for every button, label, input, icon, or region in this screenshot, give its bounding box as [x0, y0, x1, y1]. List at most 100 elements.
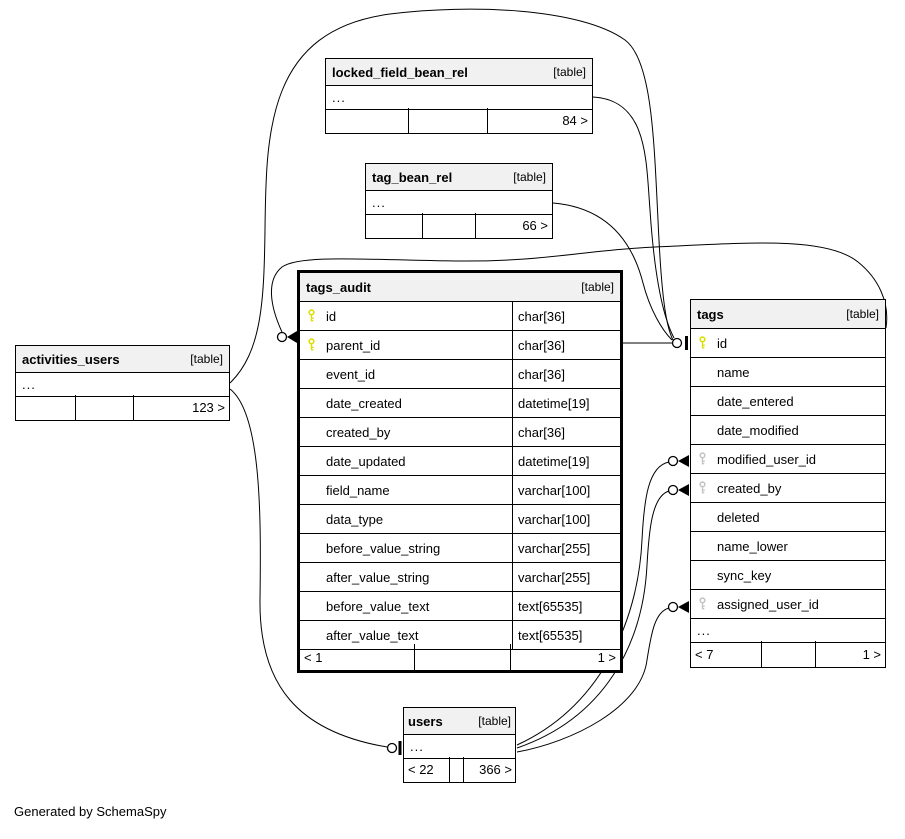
- table-footer: < 7 1 >: [691, 641, 885, 667]
- column-type: varchar[255]: [512, 534, 620, 562]
- table-title[interactable]: users: [408, 713, 443, 729]
- table-footer: < 22 366 >: [404, 757, 515, 782]
- column-row-before-value-string: before_value_string varchar[255]: [300, 534, 620, 563]
- table-header[interactable]: locked_field_bean_rel [table]: [326, 59, 592, 86]
- table-badge: [table]: [846, 307, 879, 321]
- column-name: date_entered: [717, 393, 794, 409]
- column-type: char[36]: [512, 360, 620, 388]
- column-row-name-lower: name_lower: [691, 532, 885, 561]
- foreign-key-icon: [698, 597, 707, 612]
- column-name: data_type: [326, 511, 384, 527]
- column-row-created-by: created_by char[36]: [300, 418, 620, 447]
- footer-cell-left: [326, 108, 409, 133]
- foreign-key-icon: [698, 481, 707, 496]
- table-tags[interactable]: tags [table] id name date_entered date_m…: [690, 299, 886, 668]
- footer-cell-right: 1 >: [862, 646, 881, 662]
- column-row-name: name: [691, 358, 885, 387]
- primary-key-icon: [698, 336, 707, 351]
- table-title[interactable]: activities_users: [22, 351, 120, 367]
- foreign-key-icon: [698, 452, 707, 467]
- column-name: date_created: [326, 395, 402, 411]
- table-badge: [table]: [478, 714, 511, 728]
- footer-cell-left: < 7: [691, 641, 762, 667]
- column-row-assigned-user-id: assigned_user_id: [691, 590, 885, 619]
- column-name: sync_key: [717, 567, 772, 583]
- primary-key-icon: [307, 309, 316, 324]
- column-type: text[65535]: [512, 592, 620, 620]
- footer-cell-mid: [415, 644, 511, 670]
- table-title[interactable]: tags: [697, 306, 724, 322]
- column-name: modified_user_id: [717, 451, 817, 467]
- column-row-data-type: data_type varchar[100]: [300, 505, 620, 534]
- table-header[interactable]: users [table]: [404, 708, 515, 735]
- column-name: created_by: [326, 424, 391, 440]
- fk-end-marker-tags-audit-parent-id: [276, 331, 297, 343]
- column-type: char[36]: [512, 418, 620, 446]
- column-name: after_value_string: [326, 569, 430, 585]
- table-users[interactable]: users [table] ... < 22 366 >: [403, 707, 516, 783]
- table-tag-bean-rel[interactable]: tag_bean_rel [table] ... 66 >: [365, 163, 553, 239]
- column-name: parent_id: [326, 337, 381, 353]
- table-header[interactable]: tags_audit [table]: [300, 273, 620, 302]
- table-locked-field-bean-rel[interactable]: locked_field_bean_rel [table] ... 84 >: [325, 58, 593, 134]
- column-name: field_name: [326, 482, 390, 498]
- column-name: before_value_text: [326, 598, 430, 614]
- column-row-after-value-string: after_value_string varchar[255]: [300, 563, 620, 592]
- hidden-columns-row: ...: [16, 373, 229, 397]
- column-name: name_lower: [717, 538, 788, 554]
- table-badge: [table]: [581, 280, 614, 294]
- column-row-date-modified: date_modified: [691, 416, 885, 445]
- column-row-created-by: created_by: [691, 474, 885, 503]
- column-row-date-created: date_created datetime[19]: [300, 389, 620, 418]
- table-badge: [table]: [190, 352, 223, 366]
- column-name: event_id: [326, 366, 376, 382]
- fk-end-marker-tags-created-by: [667, 484, 689, 496]
- footer-cell-right: 1 >: [597, 649, 616, 665]
- column-row-parent-id: parent_id char[36]: [300, 331, 620, 360]
- table-title[interactable]: tag_bean_rel: [372, 169, 453, 185]
- column-type: varchar[100]: [512, 476, 620, 504]
- column-name: assigned_user_id: [717, 596, 819, 612]
- table-activities-users[interactable]: activities_users [table] ... 123 >: [15, 345, 230, 421]
- column-name: before_value_string: [326, 540, 441, 556]
- footer-cell-left: [16, 395, 76, 420]
- footer-cell-right: 84 >: [562, 113, 588, 128]
- hidden-columns-row: ...: [366, 191, 552, 215]
- column-row-id: id char[36]: [300, 302, 620, 331]
- footer-cell-mid: [423, 213, 476, 238]
- footer-cell-mid: [409, 108, 488, 133]
- table-header[interactable]: tags [table]: [691, 300, 885, 329]
- column-row-after-value-text: after_value_text text[65535]: [300, 621, 620, 650]
- column-type: varchar[100]: [512, 505, 620, 533]
- table-title[interactable]: tags_audit: [306, 279, 372, 295]
- column-type: varchar[255]: [512, 563, 620, 591]
- column-type: char[36]: [512, 331, 620, 359]
- footer-cell-mid: [450, 757, 464, 782]
- column-name: name: [717, 364, 750, 380]
- column-name: date_modified: [717, 422, 799, 438]
- hidden-columns-row: ...: [404, 735, 515, 759]
- footer-cell-left: [366, 213, 423, 238]
- column-row-before-value-text: before_value_text text[65535]: [300, 592, 620, 621]
- table-badge: [table]: [513, 170, 546, 184]
- table-title[interactable]: locked_field_bean_rel: [332, 64, 468, 80]
- footer-cell-mid: [76, 395, 134, 420]
- table-tags-audit[interactable]: tags_audit [table] id char[36] parent_id…: [297, 270, 623, 673]
- column-row-field-name: field_name varchar[100]: [300, 476, 620, 505]
- column-name: id: [717, 335, 728, 351]
- column-type: text[65535]: [512, 621, 620, 649]
- hidden-columns-row: ...: [691, 619, 885, 643]
- column-type: datetime[19]: [512, 447, 620, 475]
- table-header[interactable]: activities_users [table]: [16, 346, 229, 373]
- column-row-deleted: deleted: [691, 503, 885, 532]
- table-header[interactable]: tag_bean_rel [table]: [366, 164, 552, 191]
- one-end-marker-tags-id: [671, 336, 688, 350]
- table-footer: 123 >: [16, 395, 229, 420]
- fk-end-marker-tags-modified-user-id: [667, 455, 689, 467]
- column-type: datetime[19]: [512, 389, 620, 417]
- hidden-columns-row: ...: [326, 86, 592, 110]
- table-footer: < 1 1 >: [300, 644, 620, 670]
- column-type: char[36]: [512, 302, 620, 330]
- table-footer: 84 >: [326, 108, 592, 133]
